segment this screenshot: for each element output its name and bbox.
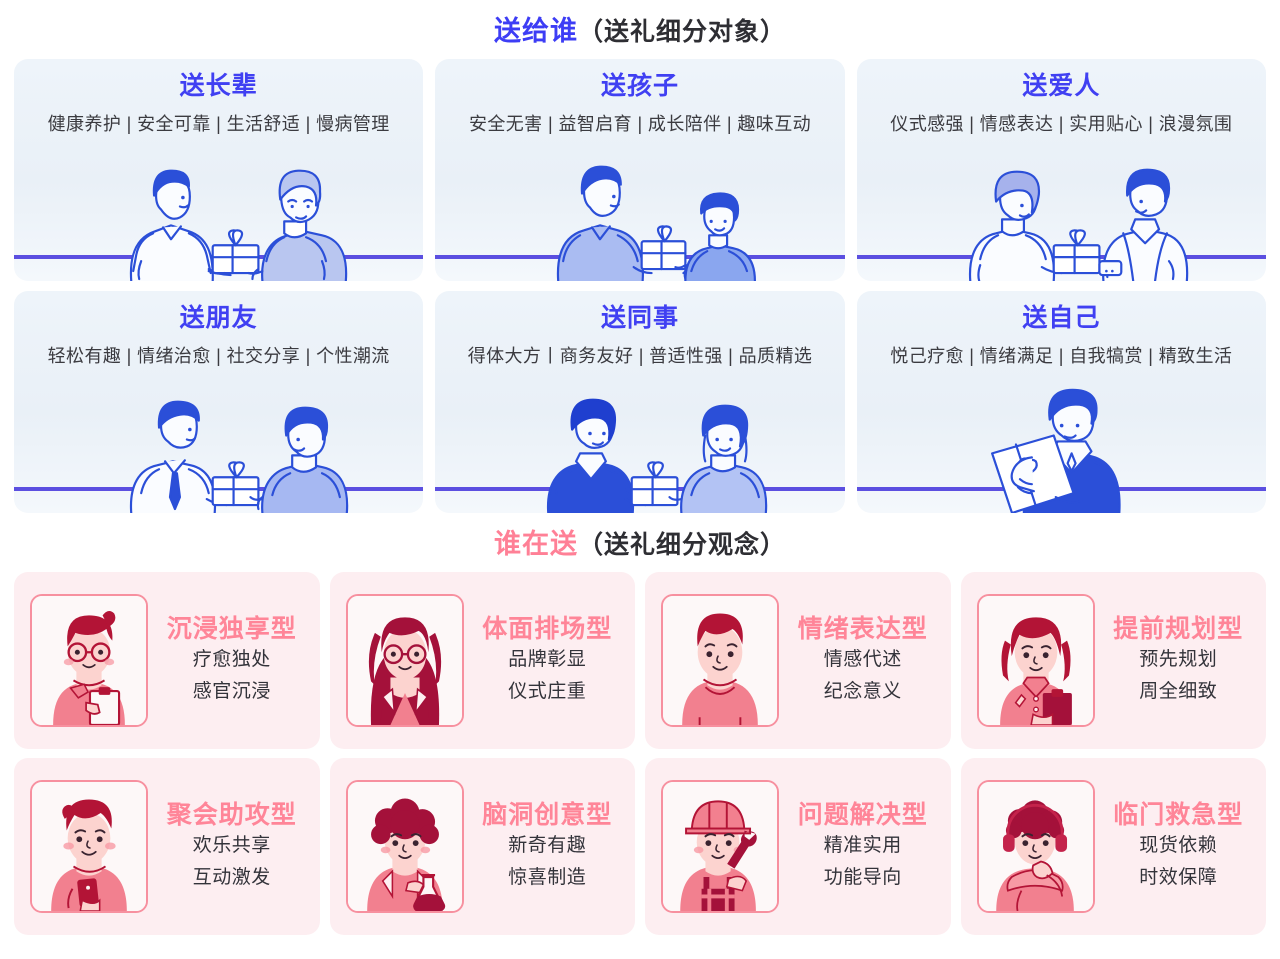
persona-text-block: 情绪表达型 情感代述 纪念意义 bbox=[779, 615, 945, 707]
section-heading-accent: 送给谁 bbox=[493, 16, 578, 46]
audience-card-tags: 得体大方丨商务友好 | 普适性强 | 品质精选 bbox=[467, 345, 813, 366]
audience-card-title: 送爱人 bbox=[1022, 72, 1101, 100]
illustration-two-friends-exchanging-gift bbox=[14, 381, 423, 513]
persona-card-immersive-solo[interactable]: 沉浸独享型 疗愈独处 感官沉浸 bbox=[14, 572, 320, 749]
avatar-person-with-headphones-and-scarf bbox=[976, 780, 1095, 913]
avatar-woman-with-glasses-long-hair-blazer bbox=[345, 594, 464, 727]
persona-line-1: 现货依赖 bbox=[1139, 835, 1218, 857]
illustration-father-giving-gift-to-child bbox=[435, 149, 844, 281]
audience-card-title: 送孩子 bbox=[600, 72, 679, 100]
audience-card-colleague[interactable]: 送同事 得体大方丨商务友好 | 普适性强 | 品质精选 bbox=[435, 291, 845, 513]
persona-card-problem-solver[interactable]: 问题解决型 精准实用 功能导向 bbox=[645, 758, 951, 935]
section-heading-accent: 谁在送 bbox=[493, 529, 578, 559]
audience-card-tags: 仪式感强 | 情感表达 | 实用贴心 | 浪漫氛围 bbox=[890, 113, 1233, 134]
avatar-worker-with-helmet-and-wrench bbox=[661, 780, 779, 913]
audience-card-title: 送朋友 bbox=[179, 304, 258, 332]
persona-title: 脑洞创意型 bbox=[482, 800, 613, 829]
persona-line-2: 周全细致 bbox=[1139, 680, 1218, 702]
persona-line-1: 欢乐共享 bbox=[192, 835, 271, 857]
audience-card-tags: 悦己疗愈 | 情绪满足 | 自我犒赏 | 精致生活 bbox=[890, 345, 1233, 366]
persona-line-2: 仪式庄重 bbox=[508, 680, 587, 702]
audience-card-elder[interactable]: 送长辈 健康养护 | 安全可靠 | 生活舒适 | 慢病管理 bbox=[14, 59, 424, 281]
persona-text-block: 问题解决型 精准实用 功能导向 bbox=[779, 801, 945, 893]
avatar-curly-hair-person-with-flask bbox=[345, 780, 464, 913]
persona-text-block: 临门救急型 现货依赖 时效保障 bbox=[1095, 801, 1261, 893]
persona-title: 体面排场型 bbox=[482, 614, 613, 643]
avatar-man-with-glasses-and-clipboard bbox=[30, 594, 148, 727]
persona-line-2: 惊喜制造 bbox=[508, 866, 587, 888]
audience-card-title: 送长辈 bbox=[179, 72, 258, 100]
avatar-woman-bob-hair-with-clipboard bbox=[976, 594, 1095, 727]
persona-line-1: 新奇有趣 bbox=[508, 835, 587, 857]
audience-card-partner[interactable]: 送爱人 仪式感强 | 情感表达 | 实用贴心 | 浪漫氛围 bbox=[856, 59, 1266, 281]
audience-card-title: 送同事 bbox=[600, 304, 679, 332]
audience-card-tags: 安全无害 | 益智启育 | 成长陪伴 | 趣味互动 bbox=[468, 113, 812, 134]
persona-title: 临门救急型 bbox=[1113, 800, 1244, 829]
persona-title: 情绪表达型 bbox=[797, 614, 928, 643]
persona-title: 问题解决型 bbox=[797, 800, 928, 829]
section-heading-rest: （送礼细分观念） bbox=[577, 531, 786, 559]
persona-line-1: 精准实用 bbox=[823, 835, 902, 857]
persona-line-2: 功能导向 bbox=[823, 866, 902, 888]
audience-card-grid: 送长辈 健康养护 | 安全可靠 | 生活舒适 | 慢病管理 bbox=[0, 45, 1280, 513]
persona-card-prestige[interactable]: 体面排场型 品牌彰显 仪式庄重 bbox=[329, 572, 635, 749]
persona-text-block: 聚会助攻型 欢乐共享 互动激发 bbox=[148, 801, 314, 893]
persona-card-advance-planner[interactable]: 提前规划型 预先规划 周全细致 bbox=[960, 572, 1266, 749]
persona-title: 聚会助攻型 bbox=[166, 800, 297, 829]
persona-line-1: 预先规划 bbox=[1139, 649, 1218, 671]
illustration-two-colleagues-exchanging-gift bbox=[435, 381, 844, 513]
avatar-man-holding-smartphone bbox=[30, 780, 148, 913]
section-heading-rest: （送礼细分对象） bbox=[577, 18, 786, 46]
section-heading-who-gives: 谁在送（送礼细分观念） bbox=[0, 513, 1280, 558]
persona-text-block: 脑洞创意型 新奇有趣 惊喜制造 bbox=[464, 801, 630, 893]
persona-line-2: 时效保障 bbox=[1139, 866, 1218, 888]
illustration-man-holding-gift-for-himself bbox=[857, 381, 1266, 513]
persona-card-grid: 沉浸独享型 疗愈独处 感官沉浸 bbox=[0, 558, 1280, 949]
persona-line-1: 情感代述 bbox=[823, 649, 902, 671]
persona-card-creative-thinker[interactable]: 脑洞创意型 新奇有趣 惊喜制造 bbox=[329, 758, 635, 935]
persona-card-party-booster[interactable]: 聚会助攻型 欢乐共享 互动激发 bbox=[14, 758, 320, 935]
persona-text-block: 提前规划型 预先规划 周全细致 bbox=[1095, 615, 1261, 707]
persona-card-last-minute-rescue[interactable]: 临门救急型 现货依赖 时效保障 bbox=[960, 758, 1266, 935]
audience-card-tags: 轻松有趣 | 情绪治愈 | 社交分享 | 个性潮流 bbox=[47, 345, 390, 366]
audience-card-child[interactable]: 送孩子 安全无害 | 益智启育 | 成长陪伴 | 趣味互动 bbox=[435, 59, 845, 281]
audience-card-friend[interactable]: 送朋友 轻松有趣 | 情绪治愈 | 社交分享 | 个性潮流 bbox=[14, 291, 424, 513]
illustration-couple-exchanging-gift bbox=[857, 149, 1266, 281]
persona-card-emotional-expression[interactable]: 情绪表达型 情感代述 纪念意义 bbox=[645, 572, 951, 749]
audience-card-title: 送自己 bbox=[1022, 304, 1101, 332]
section-heading-who-for: 送给谁（送礼细分对象） bbox=[0, 0, 1280, 45]
persona-line-1: 疗愈独处 bbox=[192, 649, 271, 671]
persona-line-2: 感官沉浸 bbox=[192, 680, 271, 702]
persona-title: 提前规划型 bbox=[1113, 614, 1244, 643]
persona-text-block: 体面排场型 品牌彰显 仪式庄重 bbox=[464, 615, 630, 707]
audience-card-tags: 健康养护 | 安全可靠 | 生活舒适 | 慢病管理 bbox=[47, 113, 390, 134]
persona-line-2: 互动激发 bbox=[192, 866, 271, 888]
persona-line-1: 品牌彰显 bbox=[508, 649, 587, 671]
persona-line-2: 纪念意义 bbox=[823, 680, 902, 702]
illustration-man-giving-gift-to-elderly-woman bbox=[14, 149, 423, 281]
persona-text-block: 沉浸独享型 疗愈独处 感官沉浸 bbox=[148, 615, 314, 707]
audience-card-self[interactable]: 送自己 悦己疗愈 | 情绪满足 | 自我犒赏 | 精致生活 bbox=[856, 291, 1266, 513]
avatar-young-man-in-tshirt bbox=[661, 594, 779, 727]
persona-title: 沉浸独享型 bbox=[166, 614, 297, 643]
